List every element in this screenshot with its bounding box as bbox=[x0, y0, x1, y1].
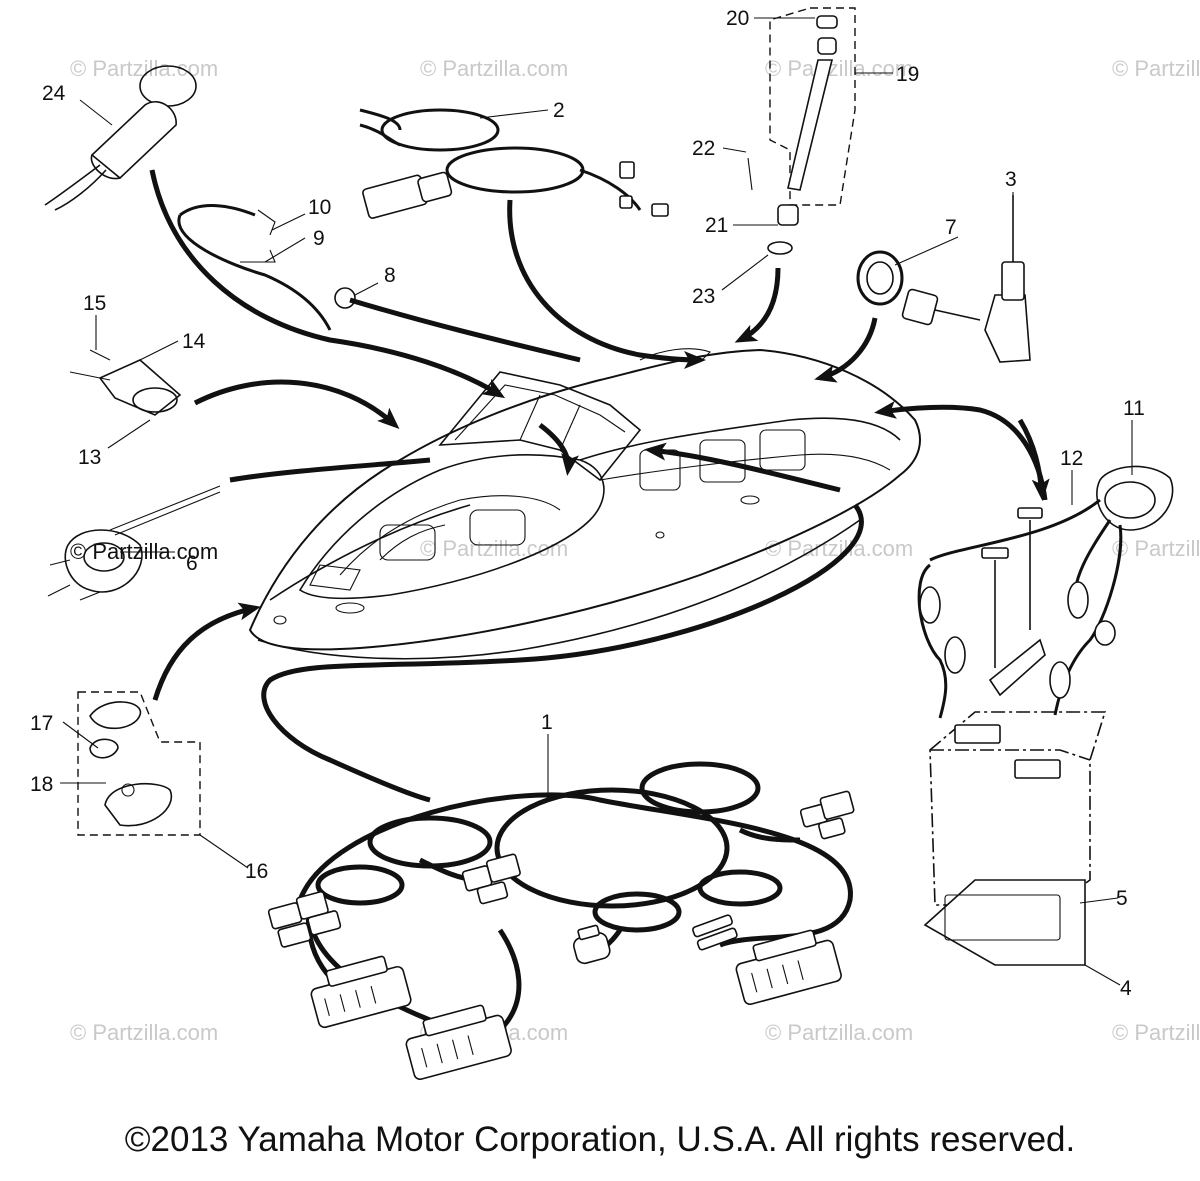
watermark-8: © Partzilla.com bbox=[70, 1020, 218, 1045]
copyright-notice: ©2013 Yamaha Motor Corporation, U.S.A. A… bbox=[124, 1120, 1076, 1159]
boat-hull-illustration bbox=[248, 348, 921, 660]
callout-13: 13 bbox=[78, 446, 101, 469]
callout-19: 19 bbox=[896, 63, 919, 86]
sub-harness-2 bbox=[359, 108, 669, 219]
part-16-group bbox=[77, 691, 201, 836]
watermark-7: © Partzilla.com bbox=[1112, 536, 1200, 561]
callout-24: 24 bbox=[42, 82, 66, 105]
callout-23: 23 bbox=[692, 285, 715, 308]
watermark-11: © Partzilla.com bbox=[1112, 1020, 1200, 1045]
part-8-cable bbox=[177, 204, 356, 331]
callout-9: 9 bbox=[313, 227, 325, 250]
connector-plug-icon bbox=[267, 790, 855, 1081]
watermark-3: © Partzilla.com bbox=[765, 56, 913, 81]
callout-1: 1 bbox=[541, 711, 553, 734]
callout-3: 3 bbox=[1005, 168, 1017, 191]
part-13-socket bbox=[69, 349, 182, 416]
callout-8: 8 bbox=[384, 264, 396, 287]
part-6-socket bbox=[47, 485, 221, 601]
callout-10: 10 bbox=[308, 196, 331, 219]
callout-21: 21 bbox=[705, 214, 728, 237]
callout-17: 17 bbox=[30, 712, 53, 735]
callout-6: 6 bbox=[186, 552, 198, 575]
callout-5: 5 bbox=[1116, 887, 1128, 910]
callout-7: 7 bbox=[945, 216, 957, 239]
watermark-2: © Partzilla.com bbox=[420, 56, 568, 81]
callout-18: 18 bbox=[30, 773, 53, 796]
watermark-10: © Partzilla.com bbox=[765, 1020, 913, 1045]
callout-labels: 24 2 3 7 10 9 8 15 14 13 6 11 12 1 5 4 1… bbox=[30, 7, 1145, 1000]
watermark-inline: © Partzilla.com bbox=[70, 539, 218, 564]
watermark-1: © Partzilla.com bbox=[70, 56, 218, 81]
callout-2: 2 bbox=[553, 99, 565, 122]
callout-11: 11 bbox=[1123, 397, 1145, 420]
watermark-5: © Partzilla.com bbox=[420, 536, 568, 561]
part-19-antenna bbox=[747, 7, 856, 255]
callout-20: 20 bbox=[726, 7, 749, 30]
watermark-4: © Partzilla.com bbox=[1112, 56, 1200, 81]
battery-icon bbox=[923, 711, 1107, 966]
callout-12: 12 bbox=[1060, 447, 1083, 470]
part-7-grommet bbox=[856, 250, 904, 306]
callout-16: 16 bbox=[245, 860, 268, 883]
part-3-sender bbox=[901, 195, 1031, 363]
callout-14: 14 bbox=[182, 330, 206, 353]
arrows bbox=[149, 169, 1050, 701]
part-24-filter bbox=[44, 65, 197, 211]
callout-15: 15 bbox=[83, 292, 106, 315]
callout-4: 4 bbox=[1120, 977, 1132, 1000]
leader-lines bbox=[60, 17, 1133, 986]
callout-22: 22 bbox=[692, 137, 715, 160]
part-11-switch bbox=[917, 465, 1174, 719]
